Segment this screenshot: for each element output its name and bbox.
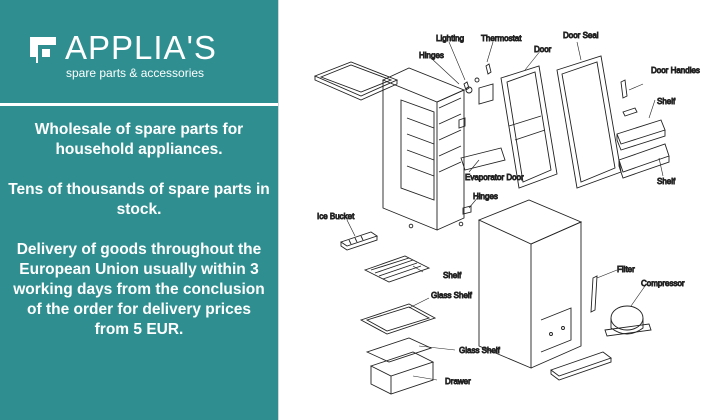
label-thermostat: Thermostat xyxy=(481,34,522,43)
promo-line-delivery: Delivery of goods throughout the Europea… xyxy=(13,241,265,338)
leader-lines xyxy=(346,41,664,381)
label-drawer: Drawer xyxy=(445,377,471,386)
brand-tagline: spare parts & accessories xyxy=(66,66,205,80)
label-door-handles: Door Handles xyxy=(651,66,700,75)
brand-name: APPLIA'S xyxy=(65,29,217,66)
label-shelf-2: Shelf xyxy=(657,177,676,186)
promo-panel: APPLIA'S spare parts & accessories Whole… xyxy=(0,0,278,420)
label-filter: Filter xyxy=(617,265,635,274)
glass-shelf-lower-part xyxy=(365,337,433,363)
door-shelf-upper-part xyxy=(616,119,666,151)
ice-bucket-part xyxy=(339,231,379,251)
cabinet-body-part xyxy=(381,67,466,231)
door-shelf-lower-part xyxy=(618,143,670,179)
label-door-seal: Door Seal xyxy=(563,31,599,40)
promo-line-stock: Tens of thousands of spare parts in stoc… xyxy=(8,181,270,218)
label-glass-shelf-1: Glass Shelf xyxy=(431,291,473,300)
label-glass-shelf-2: Glass Shelf xyxy=(459,346,501,355)
glass-shelf-upper-part xyxy=(359,303,437,335)
label-shelf-3: Shelf xyxy=(443,271,462,280)
drawer-part xyxy=(369,351,435,395)
compressor-part xyxy=(604,305,652,337)
label-ice-bucket: Ice Bucket xyxy=(317,212,355,221)
promo-text-block: Wholesale of spare parts for household a… xyxy=(0,103,278,420)
bottom-tray-part xyxy=(550,351,612,381)
label-lighting: Lighting xyxy=(436,34,464,43)
thermostat-part xyxy=(458,63,494,129)
label-hinges-bottom: Hinges xyxy=(473,192,498,201)
door-seal-part xyxy=(556,55,622,189)
wire-shelf-part xyxy=(363,255,431,283)
evaporator-door-part xyxy=(460,147,506,171)
promo-line-wholesale: Wholesale of spare parts for household a… xyxy=(34,121,244,158)
label-compressor: Compressor xyxy=(641,279,685,288)
fridge-exploded-diagram: Lighting Thermostat Door Seal Hinges Doo… xyxy=(313,31,700,395)
door-handles-part xyxy=(620,79,638,117)
label-door-handles-text: Door Handles xyxy=(651,66,700,75)
bottom-hinges-part xyxy=(408,205,472,229)
top-lid-part xyxy=(313,61,399,101)
filter-part xyxy=(590,275,598,313)
label-hinges-top: Hinges xyxy=(419,51,444,60)
door-part xyxy=(500,65,558,189)
brand-header: APPLIA'S spare parts & accessories xyxy=(0,0,278,103)
label-shelf-1: Shelf xyxy=(657,97,676,106)
logo-icon xyxy=(30,37,56,63)
lower-housing-part xyxy=(477,199,583,369)
label-door: Door xyxy=(534,45,552,54)
exploded-diagram-panel: Lighting Thermostat Door Seal Hinges Doo… xyxy=(278,0,727,420)
label-evaporator-door: Evaporator Door xyxy=(465,173,524,182)
